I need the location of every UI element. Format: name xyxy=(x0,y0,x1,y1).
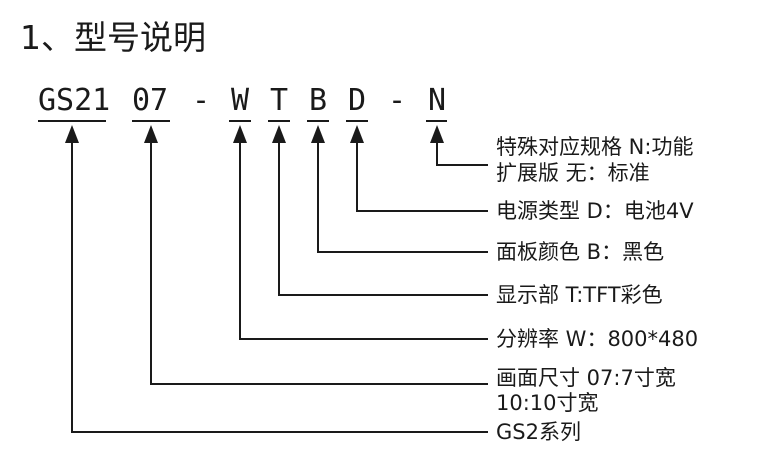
code-series: GS21 xyxy=(38,83,111,118)
leader-resolution xyxy=(239,142,488,340)
arrow-head-power xyxy=(350,125,364,143)
code-special: N xyxy=(428,83,447,118)
label-special-line1: 特殊对应规格 N:功能 xyxy=(496,135,694,159)
arrow-head-panel xyxy=(311,125,325,143)
arrow-head-display xyxy=(272,125,286,143)
leader-series xyxy=(71,142,488,433)
code-panel: B xyxy=(309,83,328,118)
code-dash-2: - xyxy=(388,83,407,118)
leader-special xyxy=(436,142,488,166)
code-power: D xyxy=(348,83,367,118)
code-size: 07 xyxy=(132,83,169,118)
leader-display xyxy=(278,142,488,296)
arrow-head-series xyxy=(65,125,79,143)
label-display: 显示部 T:TFT彩色 xyxy=(496,283,663,307)
arrow-head-resolution xyxy=(233,125,247,143)
label-size-line1: 画面尺寸 07:7寸宽 xyxy=(496,366,676,390)
label-series: GS2系列 xyxy=(496,420,581,444)
arrow-head-size xyxy=(144,125,158,143)
code-resolution: W xyxy=(231,83,250,118)
code-dash-1: - xyxy=(192,83,211,118)
label-power: 电源类型 D：电池4V xyxy=(496,199,694,223)
label-special-line2: 扩展版 无：标准 xyxy=(496,161,650,185)
leader-power xyxy=(356,142,488,212)
leader-size xyxy=(150,142,488,385)
arrow-head-special xyxy=(430,125,444,143)
leader-panel xyxy=(317,142,488,253)
label-panel: 面板颜色 B：黑色 xyxy=(496,240,665,264)
label-size-line2: 10:10寸宽 xyxy=(496,391,599,415)
code-display: T xyxy=(270,83,289,118)
label-resolution: 分辨率 W：800*480 xyxy=(496,327,699,351)
page-title: 1、型号说明 xyxy=(20,18,206,57)
